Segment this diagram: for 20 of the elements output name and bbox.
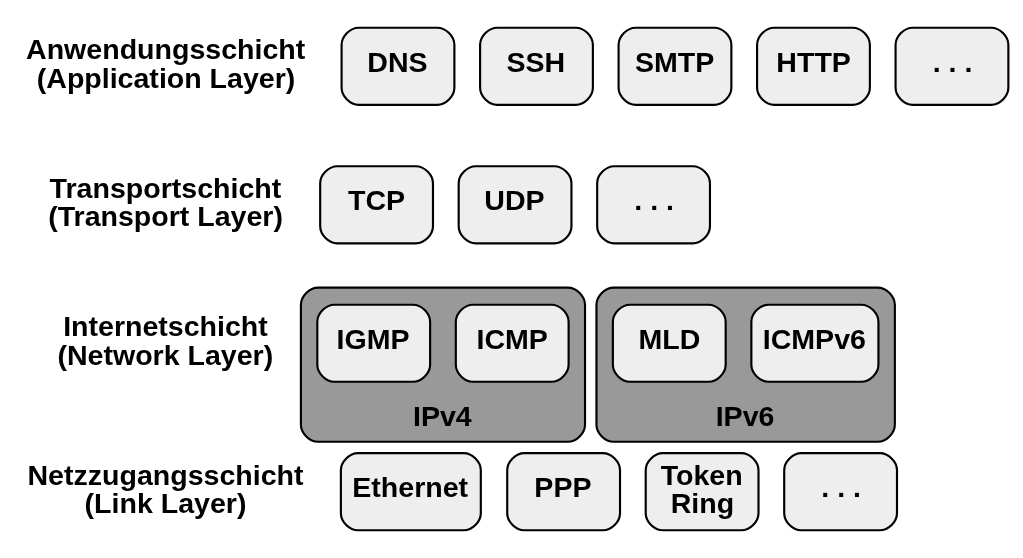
node-box: ICMP [454, 303, 570, 383]
node-box: DNS [340, 26, 456, 106]
node-box: IGMP [316, 303, 432, 383]
node-box: . . . [894, 26, 1010, 106]
label: Anwendungsschicht (Application Layer) [26, 33, 306, 94]
node-box: TCP [319, 165, 435, 245]
node-box: Token Ring [644, 452, 760, 532]
label: Transportschicht (Transport Layer) [48, 171, 283, 233]
node-box: UDP [457, 165, 573, 245]
node-box: SMTP [617, 26, 733, 106]
node-box: ICMPv6 [750, 303, 880, 383]
node-box: . . . [783, 452, 899, 532]
node-box: MLD [611, 303, 727, 383]
node-box: PPP [506, 452, 622, 532]
node-box: . . . [596, 165, 712, 245]
label: Internetschicht (Network Layer) [57, 310, 274, 371]
label: Netzzugangsschicht (Link Layer) [27, 458, 304, 520]
node-box: SSH [479, 26, 594, 106]
node-box: HTTP [756, 26, 871, 106]
node-box: Ethernet [339, 452, 482, 532]
